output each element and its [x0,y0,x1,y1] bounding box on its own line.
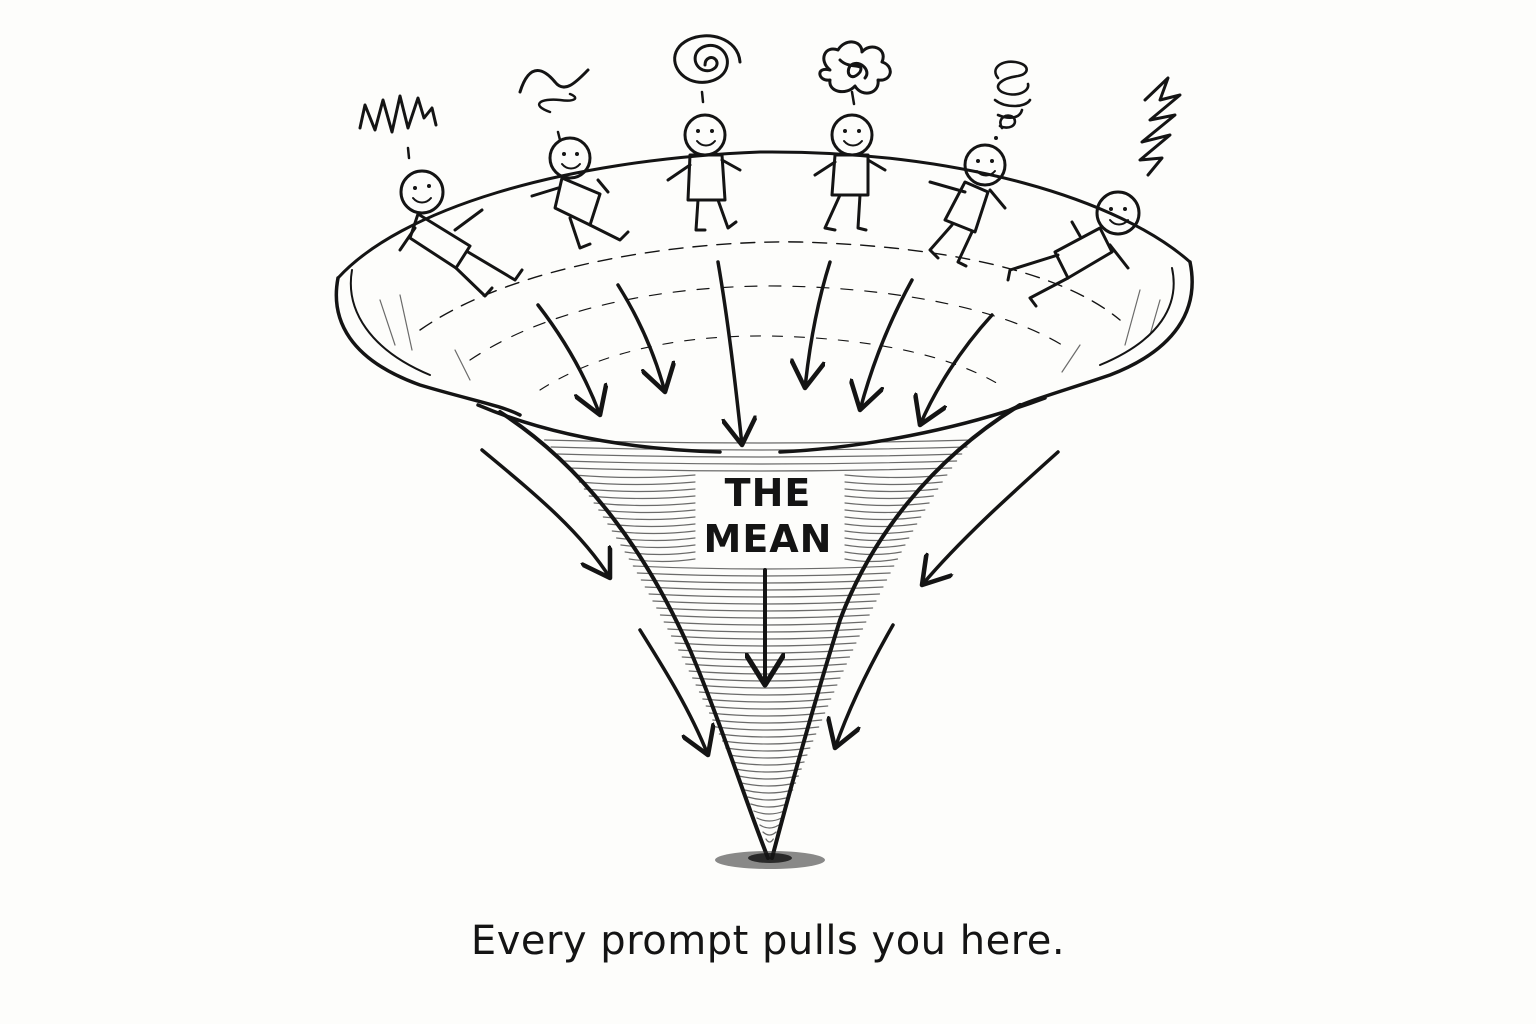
funnel-bowl-left-inner [351,270,430,375]
bowl-stroke-71 [380,300,395,345]
arrow-outer-right-1 [922,452,1058,585]
hatch-line-59 [732,762,804,765]
figure-zigzag [360,96,522,296]
funnel-ring-3 [540,336,1000,390]
hatch-line-56 [723,741,813,744]
hatch-line-11 [589,496,695,499]
hatch-line-12 [845,496,933,499]
question-swirl-icon [995,62,1030,128]
hatch-line-50 [703,699,831,702]
spiral-icon [675,36,740,83]
squiggle-icon [1140,78,1180,175]
hatch-line-2 [557,454,961,457]
funnel-rim-back [338,152,1190,278]
hatch-line-29 [629,559,695,562]
funnel-ring-2 [470,286,1070,360]
tangle-icon [820,42,890,93]
hatch-line-52 [710,713,825,716]
caption: Every prompt pulls you here. [0,918,1536,964]
hatch-line-15 [599,510,695,513]
hatch-line-57 [726,748,810,751]
hatch-line-3 [563,461,956,464]
hatch-line-67 [757,818,782,821]
hatch-line-5 [574,475,695,478]
hatch-line-70 [766,839,773,842]
hatch-line-69 [763,832,776,835]
hatch-line-64 [748,797,790,800]
hatch-line-14 [845,503,929,506]
arrow-bowl-3 [718,262,742,445]
bowl-stroke-75 [455,350,470,380]
hatch-line-10 [845,489,938,492]
funnel-label-line1: THE [725,471,812,515]
arrow-bowl-5 [860,280,912,410]
figure-wave [520,70,628,248]
hatch-line-66 [754,811,784,814]
hatch-line-54 [716,727,819,730]
hatch-line-20 [845,524,917,527]
hatch-line-9 [584,489,695,492]
hatch-line-65 [751,804,787,807]
hatch-line-49 [699,692,833,695]
hatch-line-7 [579,482,695,485]
wave-icon [520,70,588,92]
hatch-line-17 [603,517,695,520]
figure-squiggle [1008,78,1180,306]
hatch-line-16 [845,510,925,513]
hatch-line-51 [706,706,828,709]
figures [360,36,1180,306]
hatch-line-1 [551,447,967,450]
arrow-bowl-4 [805,262,830,388]
funnel-bowl-right [1010,262,1192,410]
hatch-line-30 [845,559,897,562]
figure-tangle [815,42,890,230]
hatch-line-58 [729,755,807,758]
hatch-line-62 [742,783,796,786]
hatch-line-60 [735,769,801,772]
figure-spiral [668,36,740,230]
bowl-stroke-76 [1062,345,1080,372]
hatch-line-63 [745,790,793,793]
hatch-line-68 [760,825,779,828]
figure-confused [930,62,1030,266]
hatch-line-31 [633,566,893,569]
hatch-line-13 [594,503,695,506]
hatch-line-22 [845,531,913,534]
funnel-shading [380,290,1160,842]
hatch-line-53 [713,720,822,723]
arrow-bowl-2 [618,285,665,392]
bowl-stroke-73 [1125,290,1140,345]
hatch-line-18 [845,517,921,520]
funnel-label-line2: MEAN [704,517,833,561]
bowl-stroke-72 [400,295,412,350]
hatch-line-55 [719,734,815,737]
arrow-bowl-6 [920,315,992,425]
funnel-bowl-right-inner [1100,268,1174,365]
arrow-bowl-1 [538,305,600,415]
hatch-line-24 [845,538,909,541]
funnel-lip-right [780,398,1045,452]
arrow-outer-left-2 [640,630,708,755]
hatch-line-61 [738,776,798,779]
zigzag-icon [360,96,436,132]
